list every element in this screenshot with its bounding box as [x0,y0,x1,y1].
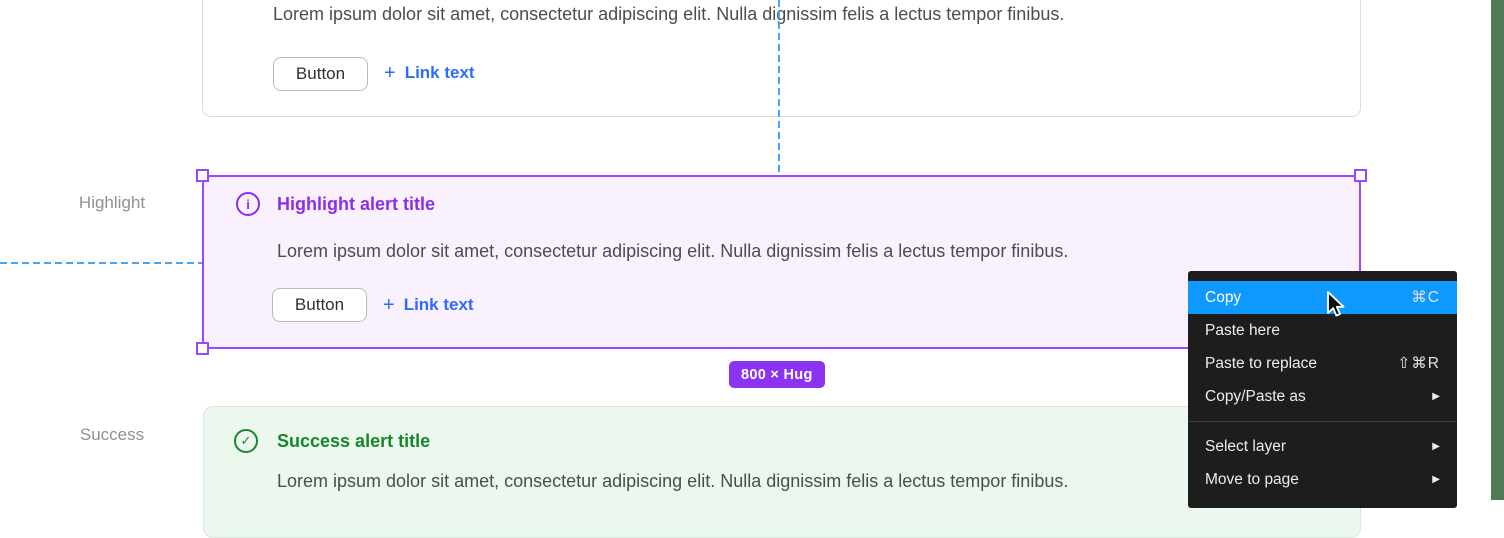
menu-item-label: Move to page [1205,470,1299,488]
canvas-right-green-strip [1491,0,1504,500]
submenu-arrow-icon: ▶ [1432,474,1440,485]
menu-item-copy-paste-as[interactable]: Copy/Paste as ▶ [1188,380,1457,413]
submenu-arrow-icon: ▶ [1432,391,1440,402]
menu-item-copy[interactable]: Copy ⌘C [1188,281,1457,314]
menu-item-label: Paste here [1205,321,1280,339]
layer-label-highlight: Highlight [78,193,146,212]
plus-icon: + [383,294,395,316]
alert-button[interactable]: Button [272,288,367,322]
mouse-cursor-icon [1327,291,1345,317]
center-guide-horizontal [0,262,202,264]
menu-separator [1188,421,1457,422]
alert-body-text: Lorem ipsum dolor sit amet, consectetur … [273,4,1065,24]
center-guide-vertical [778,0,780,176]
alert-body-text: Lorem ipsum dolor sit amet, consectetur … [277,471,1069,491]
menu-item-label: Select layer [1205,437,1286,455]
check-circle-icon: ✓ [234,429,258,453]
alert-button[interactable]: Button [273,57,368,91]
selection-handle-top-left[interactable] [196,169,209,182]
menu-item-label: Copy [1205,288,1242,306]
submenu-arrow-icon: ▶ [1432,441,1440,452]
menu-item-label: Copy/Paste as [1205,387,1306,405]
menu-item-paste-to-replace[interactable]: Paste to replace ⇧⌘R [1188,347,1457,380]
menu-item-shortcut: ⌘C [1411,289,1440,306]
alert-title: Success alert title [277,431,431,451]
selection-handle-top-right[interactable] [1354,169,1367,182]
selection-size-badge: 800 × Hug [729,361,825,388]
menu-item-label: Paste to replace [1205,354,1318,372]
menu-item-paste-here[interactable]: Paste here [1188,314,1457,347]
plus-icon: + [384,62,396,84]
menu-item-shortcut: ⇧⌘R [1397,355,1440,372]
context-menu: Copy ⌘C Paste here Paste to replace ⇧⌘R … [1188,271,1457,508]
alert-link-label: Link text [404,63,475,82]
menu-item-select-layer[interactable]: Select layer ▶ [1188,430,1457,463]
menu-item-move-to-page[interactable]: Move to page ▶ [1188,463,1457,496]
info-icon: i [236,192,260,216]
alert-card-neutral[interactable]: Lorem ipsum dolor sit amet, consectetur … [202,0,1361,117]
alert-title: Highlight alert title [277,194,436,214]
alert-body-text: Lorem ipsum dolor sit amet, consectetur … [277,241,1069,261]
selection-handle-bottom-left[interactable] [196,342,209,355]
layer-label-success: Success [79,425,145,444]
alert-card-highlight[interactable]: i Highlight alert title Lorem ipsum dolo… [202,175,1361,349]
alert-link[interactable]: + Link text [383,295,474,315]
alert-link[interactable]: + Link text [384,63,475,83]
alert-link-label: Link text [403,295,474,314]
